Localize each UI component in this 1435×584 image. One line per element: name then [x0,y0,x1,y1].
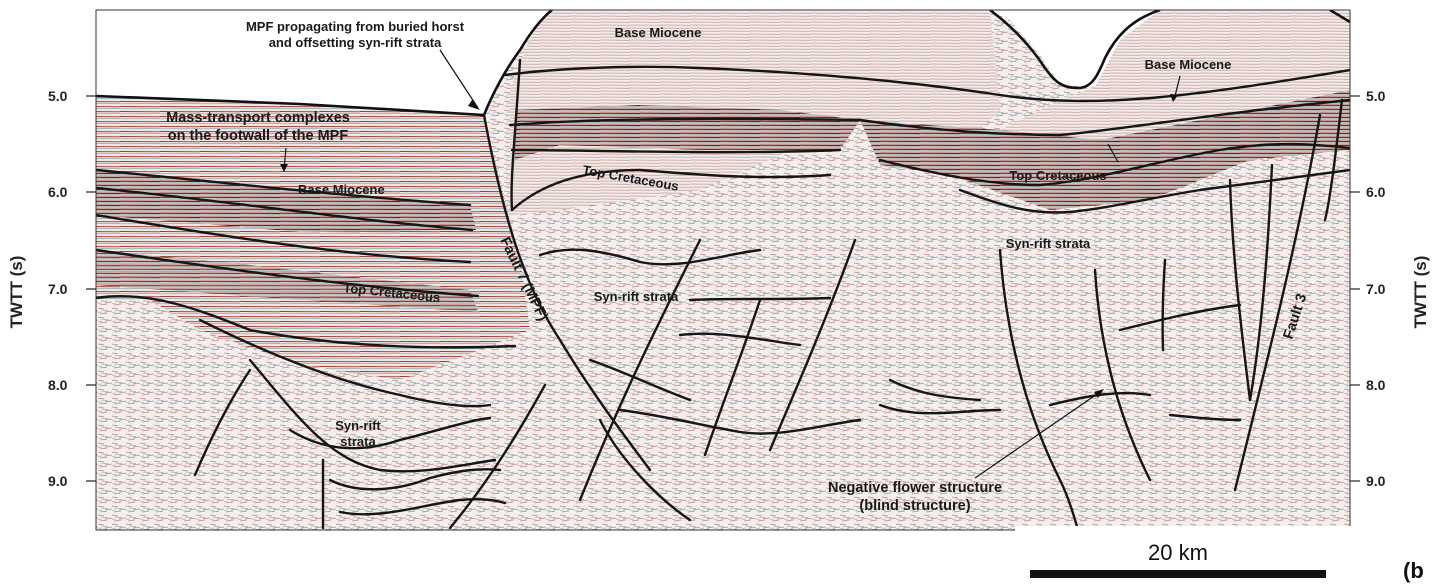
label-mpf-line1: MPF propagating from buried horst [246,19,465,34]
tick-right-6: 6.0 [1366,184,1386,200]
label-negative-flower-2: (blind structure) [859,498,970,514]
label-syn-rift-left-2: strata [340,434,376,449]
tick-left-7: 7.0 [48,281,68,297]
label-top-cretaceous-right: Top Cretaceous [1009,168,1106,183]
tick-left-6: 6.0 [48,184,68,200]
label-syn-rift-center: Syn-rift strata [594,289,679,304]
tick-left-5: 5.0 [48,88,68,104]
label-base-miocene-right: Base Miocene [1145,57,1232,72]
label-mpf-line2: and offsetting syn-rift strata [269,35,442,50]
tick-left-9: 9.0 [48,473,68,489]
label-syn-rift-right: Syn-rift strata [1006,236,1091,251]
axis-title-right: TWTT (s) [1411,256,1430,329]
left-axis: 5.0 6.0 7.0 8.0 9.0 TWTT (s) [7,88,96,489]
scale-bar: 20 km [1030,540,1326,578]
label-base-miocene-left: Base Miocene [298,182,385,197]
tick-right-5: 5.0 [1366,88,1386,104]
scale-bar-label: 20 km [1148,540,1208,565]
tick-right-8: 8.0 [1366,377,1386,393]
tick-left-8: 8.0 [48,377,68,393]
label-negative-flower-1: Negative flower structure [828,480,1002,496]
label-base-miocene-center: Base Miocene [615,25,702,40]
tick-right-9: 9.0 [1366,473,1386,489]
axis-title-left: TWTT (s) [7,256,26,329]
seismic-section [96,10,1350,530]
scale-bar-line [1030,570,1326,578]
tick-right-7: 7.0 [1366,281,1386,297]
label-mass-transport-line2: on the footwall of the MPF [168,128,349,144]
label-syn-rift-left-1: Syn-rift [335,418,381,433]
panel-label: (b [1403,558,1424,583]
label-mass-transport-line1: Mass-transport complexes [166,110,350,126]
scale-box [1015,526,1355,538]
right-axis: 5.0 6.0 7.0 8.0 9.0 TWTT (s) [1350,88,1430,489]
